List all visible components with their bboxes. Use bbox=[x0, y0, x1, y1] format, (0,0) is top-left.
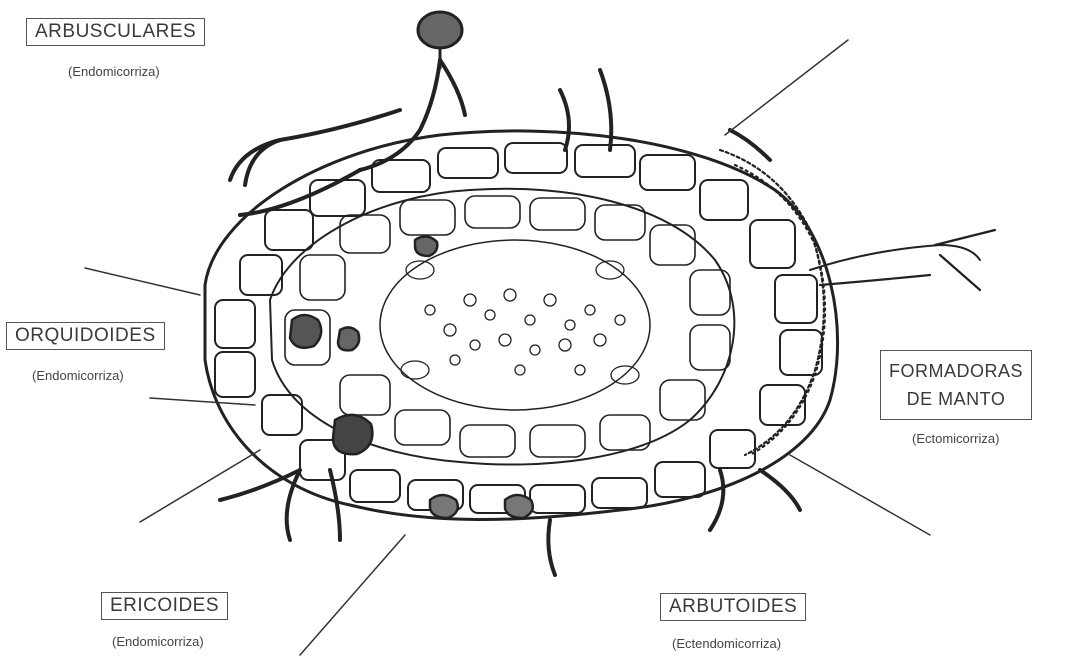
subtitle-orquidoides: (Endomicorriza) bbox=[32, 368, 124, 383]
subtitle-formadoras: (Ectomicorriza) bbox=[912, 431, 999, 446]
vascular-cells bbox=[401, 261, 639, 384]
label-arbutoides: ARBUTOIDES bbox=[660, 593, 806, 621]
colonized-cells bbox=[290, 236, 533, 518]
subtitle-arbusculares: (Endomicorriza) bbox=[68, 64, 160, 79]
arbuscule-top bbox=[418, 12, 462, 68]
label-ericoides: ERICOIDES bbox=[101, 592, 228, 620]
label-arbusculares: ARBUSCULARES bbox=[26, 18, 205, 46]
subtitle-arbutoides: (Ectendomicorriza) bbox=[672, 636, 781, 651]
formadoras-line2: DE MANTO bbox=[889, 385, 1023, 413]
formadoras-line1: FORMADORAS bbox=[889, 357, 1023, 385]
subtitle-ericoides: (Endomicorriza) bbox=[112, 634, 204, 649]
vascular-cylinder bbox=[380, 240, 650, 410]
label-orquidoides: ORQUIDOIDES bbox=[6, 322, 165, 350]
label-formadoras-de-manto: FORMADORAS DE MANTO bbox=[880, 350, 1032, 420]
